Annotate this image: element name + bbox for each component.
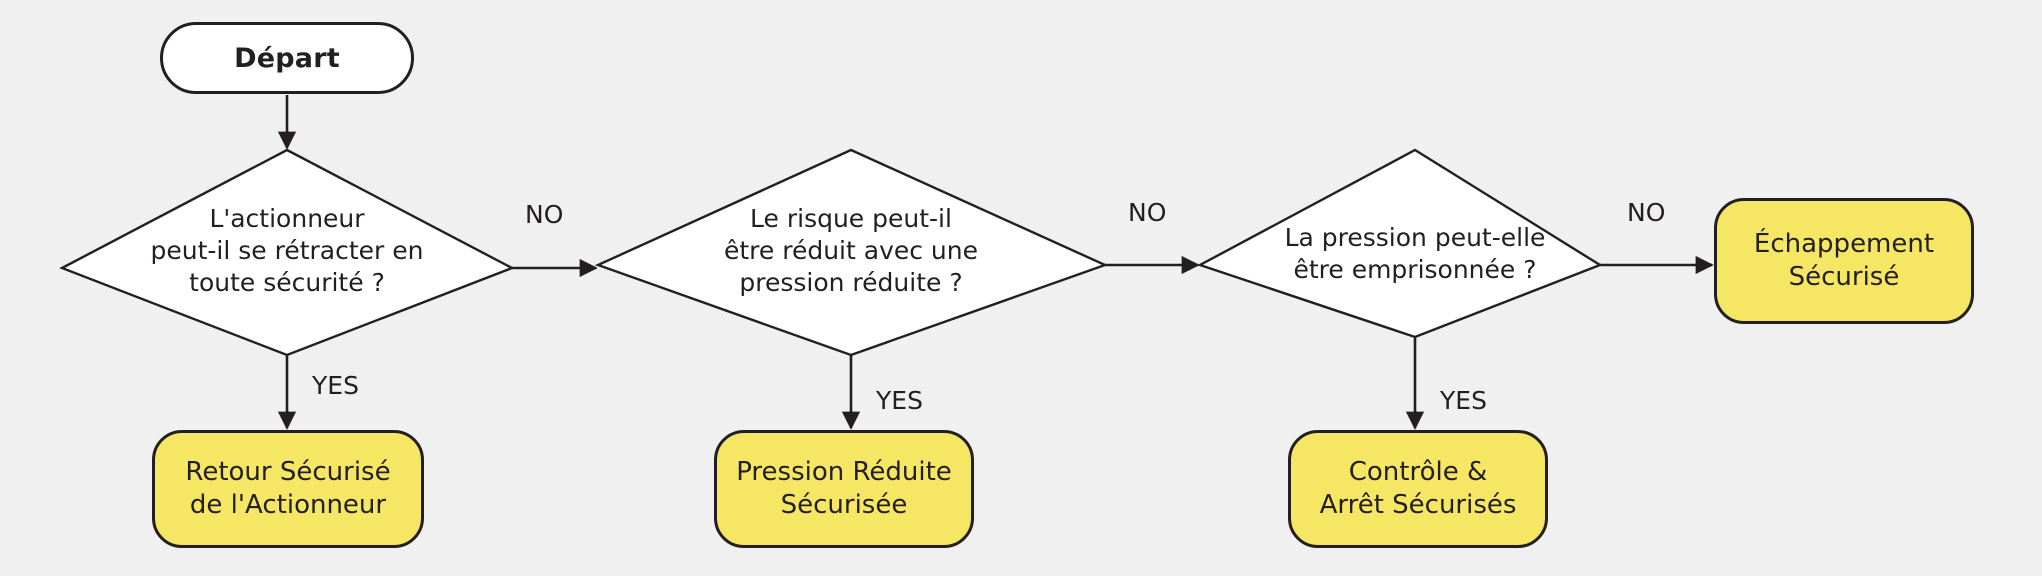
outcome4-line-1: Échappement bbox=[1753, 229, 1935, 260]
decision1-line-2: peut-il se rétracter en bbox=[150, 236, 424, 265]
node-outcome-safe-actuator-return[interactable]: Retour Sécurisé de l'Actionneur bbox=[152, 430, 424, 548]
decision3-diamond-shape bbox=[1196, 148, 1603, 339]
outcome2-line-1: Pression Réduite bbox=[736, 457, 952, 488]
decision3-line-1: La pression peut-elle bbox=[1284, 223, 1546, 252]
decision1-line-1: L'actionneur bbox=[209, 204, 365, 233]
decision-pressure-trapped-label: La pression peut-elle être emprisonnée ? bbox=[1235, 214, 1595, 294]
edge-label-yes-3: YES bbox=[1440, 386, 1487, 415]
edge-label-no-2: NO bbox=[1128, 198, 1167, 227]
decision1-diamond-shape bbox=[59, 148, 515, 357]
outcome4-line-2: Sécurisé bbox=[1788, 262, 1900, 292]
outcome2-line-2: Sécurisée bbox=[780, 490, 908, 520]
decision-actuator-retract-label: L'actionneur peut-il se rétracter en tou… bbox=[107, 196, 467, 306]
edge-label-yes-2: YES bbox=[876, 386, 923, 415]
decision1-line-3: toute sécurité ? bbox=[189, 268, 385, 297]
decision2-diamond-shape bbox=[594, 148, 1109, 357]
node-outcome-safe-reduced-pressure[interactable]: Pression Réduite Sécurisée bbox=[714, 430, 974, 548]
outcome1-line-1: Retour Sécurisé bbox=[185, 457, 391, 488]
decision2-line-3: pression réduite ? bbox=[739, 268, 963, 297]
decision3-line-2: être emprisonnée ? bbox=[1293, 255, 1537, 284]
node-start-label: Départ bbox=[234, 42, 340, 74]
edge-label-no-3: NO bbox=[1627, 198, 1666, 227]
node-start[interactable]: Départ bbox=[160, 22, 414, 94]
node-outcome-safe-exhaust[interactable]: Échappement Sécurisé bbox=[1714, 198, 1974, 324]
outcome3-line-2: Arrêt Sécurisés bbox=[1319, 490, 1517, 520]
decision2-line-2: être réduit avec une bbox=[723, 236, 979, 265]
decision2-line-1: Le risque peut-il bbox=[750, 204, 952, 233]
edge-label-no-1: NO bbox=[525, 200, 564, 229]
outcome1-line-2: de l'Actionneur bbox=[189, 490, 387, 520]
edge-label-yes-1: YES bbox=[312, 371, 359, 400]
outcome3-line-1: Contrôle & bbox=[1348, 457, 1488, 488]
decision-risk-reduced-label: Le risque peut-il être réduit avec une p… bbox=[671, 196, 1031, 306]
node-outcome-safe-control-stop[interactable]: Contrôle & Arrêt Sécurisés bbox=[1288, 430, 1548, 548]
